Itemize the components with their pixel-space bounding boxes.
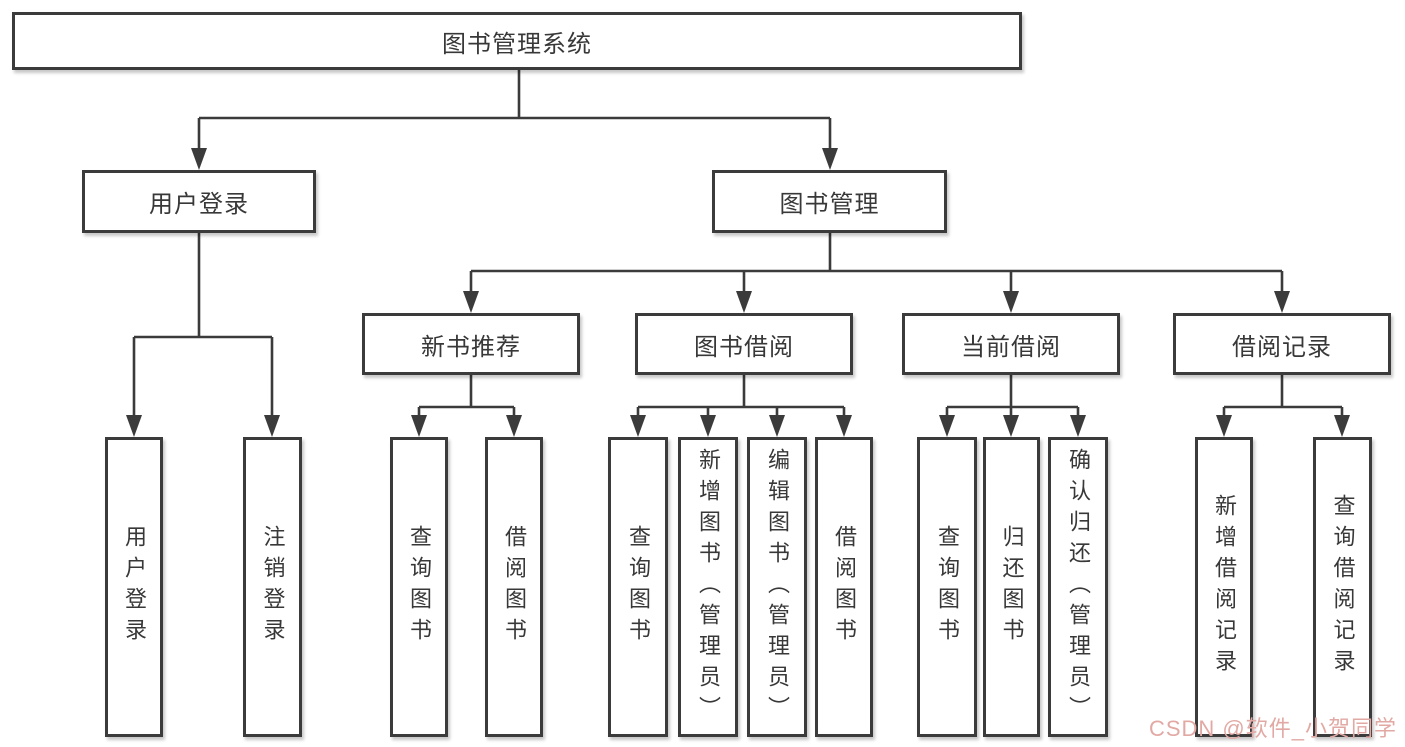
arrowhead [1334,415,1350,437]
arrowhead [191,148,207,170]
leaf-bb-borrow-book: 借阅图书 [815,437,873,737]
leaf-label: 查询图书 [626,525,651,649]
arrowhead [1003,291,1019,313]
leaf-label: 新增借阅记录 [1212,494,1237,680]
connector-root-to-level2 [191,70,838,170]
arrowhead [1003,415,1019,437]
node-label: 用户登录 [149,191,249,218]
node-new-book-recommendation: 新书推荐 [362,313,580,375]
leaf-bb-query-book: 查询图书 [608,437,668,737]
leaf-label: 注销登录 [260,525,286,649]
arrowhead [126,415,142,437]
connector-borrow-record-children [1216,375,1350,437]
leaf-label: 查询借阅记录 [1330,494,1356,680]
connector-new-book-children [411,375,522,437]
node-label: 图书借阅 [694,333,794,361]
leaf-nb-borrow-book: 借阅图书 [485,437,543,737]
node-label: 图书管理系统 [442,30,592,58]
leaf-label: 借阅图书 [502,525,527,649]
connector-book-borrow-children [630,375,852,437]
arrowhead [411,415,427,437]
connector-current-borrow-children [939,375,1086,437]
leaf-logout: 注销登录 [243,437,302,737]
leaf-cb-return-book: 归还图书 [983,437,1040,737]
node-book-management: 图书管理 [712,170,947,233]
arrowhead [700,415,716,437]
arrowhead [630,415,646,437]
leaf-label: 确认归还（管理员） [1066,447,1091,727]
connector-book-management-children [463,233,1290,313]
arrowhead [836,415,852,437]
node-book-borrowing: 图书借阅 [635,313,853,375]
leaf-label: 查询图书 [407,525,432,649]
node-borrowing-records: 借阅记录 [1173,313,1391,375]
leaf-label: 新增图书（管理员） [696,447,721,727]
leaf-br-query-record: 查询借阅记录 [1313,437,1372,737]
node-label: 新书推荐 [421,333,521,361]
arrowhead [939,415,955,437]
leaf-nb-query-book: 查询图书 [390,437,448,737]
arrowhead [1216,415,1232,437]
node-label: 当前借阅 [961,333,1061,361]
leaf-label: 借阅图书 [832,525,857,649]
leaf-bb-add-book-admin: 新增图书（管理员） [678,437,738,737]
csdn-watermark: CSDN @软件_小贺同学 [1148,716,1397,741]
leaf-label: 编辑图书（管理员） [765,447,790,727]
connector-user-login-children [126,233,280,437]
leaf-label: 归还图书 [999,525,1025,649]
leaf-label: 用户登录 [122,525,147,649]
leaf-user-login: 用户登录 [105,437,163,737]
arrowhead [506,415,522,437]
arrowhead [822,148,838,170]
arrowhead [1070,415,1086,437]
leaf-bb-edit-book-admin: 编辑图书（管理员） [747,437,807,737]
arrowhead [1274,291,1290,313]
arrowhead [463,291,479,313]
node-library-management-system: 图书管理系统 [12,12,1022,70]
leaf-cb-confirm-return-admin: 确认归还（管理员） [1048,437,1108,737]
node-user-login: 用户登录 [82,170,316,233]
node-label: 图书管理 [779,191,880,218]
arrowhead [264,415,280,437]
arrowhead [769,415,785,437]
leaf-cb-query-book: 查询图书 [917,437,977,737]
arrowhead [736,291,752,313]
node-label: 借阅记录 [1232,333,1332,361]
node-current-borrowing: 当前借阅 [902,313,1120,375]
leaf-label: 查询图书 [935,525,960,649]
leaf-br-add-record: 新增借阅记录 [1195,437,1253,737]
